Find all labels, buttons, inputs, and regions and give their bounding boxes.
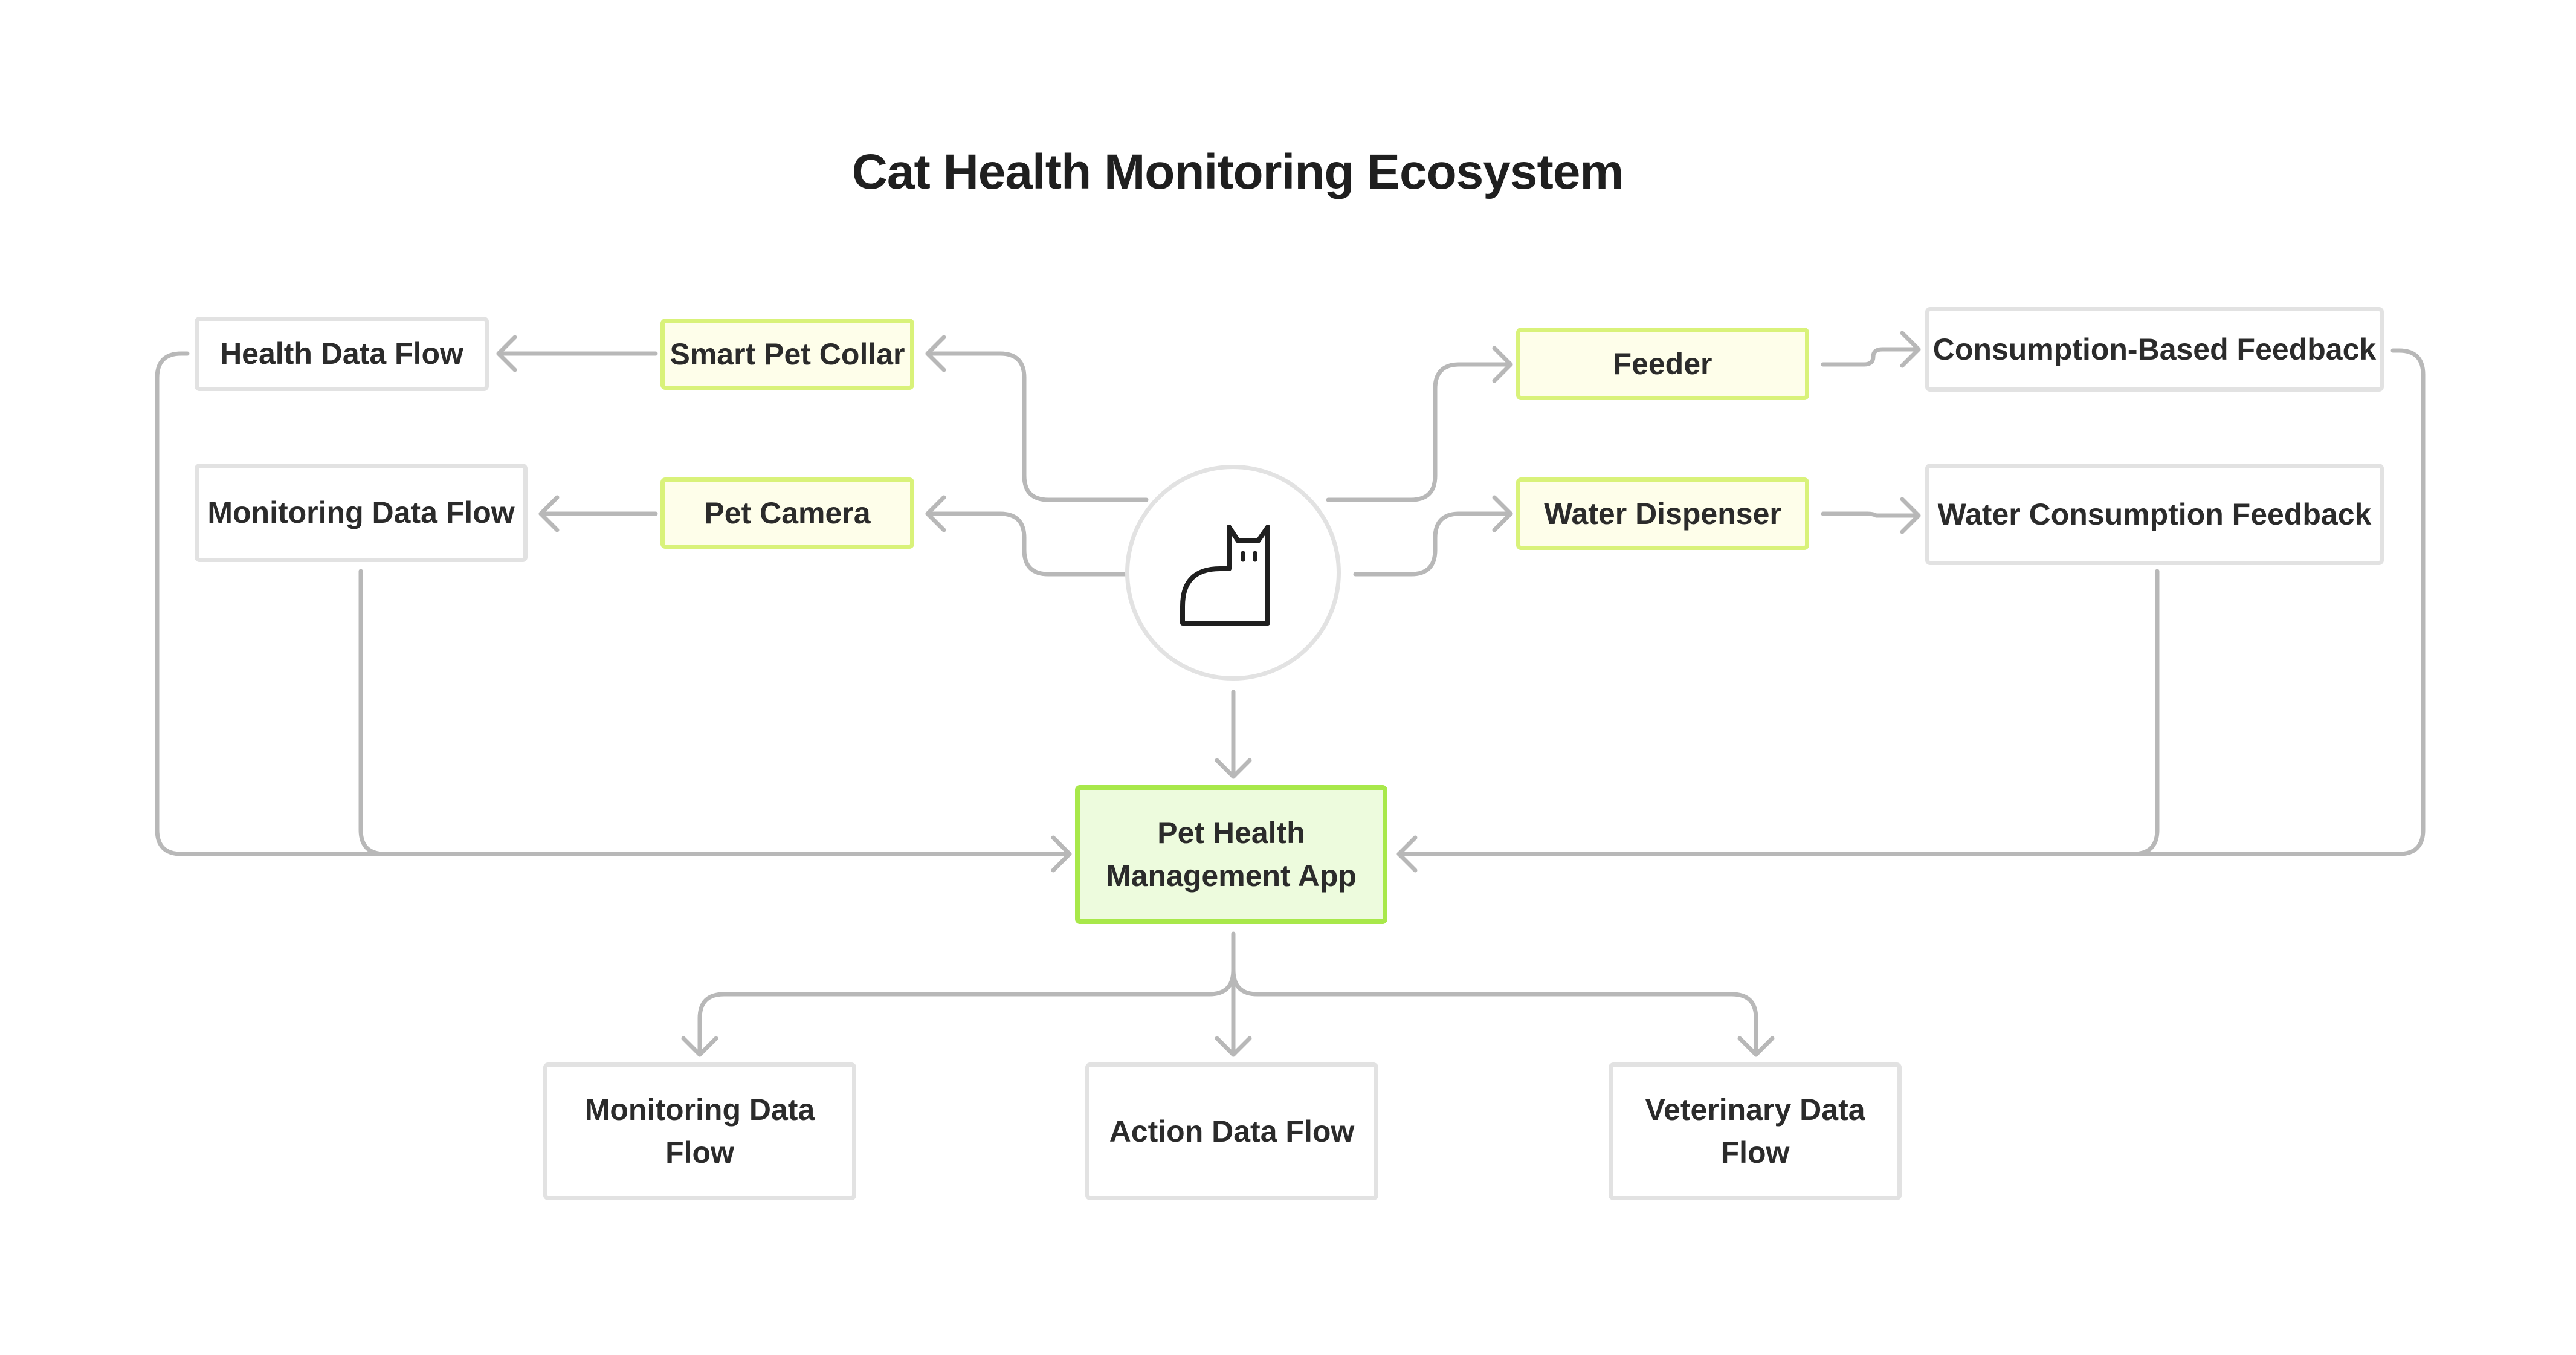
arrowhead-monitoring-left [538,495,560,532]
water-dispenser-label: Water Dispenser [1544,496,1781,531]
connector-health-loop [155,351,1072,856]
connector-feeder-to-feedback [1821,347,1921,367]
feeder-node: Feeder [1516,328,1809,400]
water-feedback-label: Water Consumption Feedback [1937,497,2372,531]
smart-pet-collar-node: Smart Pet Collar [660,319,914,390]
arrowhead-feedback [1900,331,1921,368]
connector-water-to-feedback [1821,511,1921,518]
arrowhead-water [1492,495,1513,532]
monitoring-data-flow-node-left: Monitoring Data Flow [195,464,528,562]
pet-health-app-node: Pet Health Management App [1075,785,1387,924]
water-dispenser-node: Water Dispenser [1516,477,1809,550]
veterinary-data-flow-node: Veterinary Data Flow [1609,1062,1902,1200]
arrowhead-app-left [1051,835,1072,873]
monitoring-data-flow-node-bottom: Monitoring Data Flow [543,1062,856,1200]
cat-icon [1180,525,1270,626]
connector-consumption-loop [1396,348,2426,856]
connector-app-to-veterinary [1231,968,1758,1057]
arrowhead-veterinary [1737,1036,1775,1057]
arrowhead-app-top [1215,758,1252,779]
water-feedback-node: Water Consumption Feedback [1925,464,2384,565]
health-data-flow-label: Health Data Flow [220,337,463,370]
diagram-title: Cat Health Monitoring Ecosystem [851,144,1624,199]
arrowhead-collar [925,335,946,372]
arrowhead-monitoring-bottom [681,1036,718,1057]
pet-camera-node: Pet Camera [660,477,914,549]
arrowhead-health [496,335,517,372]
monitoring-data-flow-bottom-label: Monitoring Data Flow [584,1093,815,1169]
connector-hub-to-feeder [1326,362,1513,502]
health-data-flow-node: Health Data Flow [195,317,489,391]
arrowhead-app-right [1396,835,1418,873]
consumption-feedback-label: Consumption-Based Feedback [1932,332,2377,366]
connector-app-to-outputs [697,931,1236,1057]
pet-health-app-label: Pet Health Management App [1106,816,1357,893]
cat-hub [1125,465,1341,681]
arrowhead-feeder [1492,346,1513,383]
connector-water-loop [2131,569,2160,856]
arrowhead-camera [925,495,946,532]
connector-monitoring-loop [358,569,387,856]
feeder-label: Feeder [1613,346,1712,381]
action-data-flow-label: Action Data Flow [1109,1114,1355,1148]
connector-hub-to-collar [925,351,1149,502]
monitoring-data-flow-left-label: Monitoring Data Flow [207,496,515,529]
veterinary-data-flow-label: Veterinary Data Flow [1645,1093,1865,1169]
connector-hub-to-water [1353,511,1513,577]
connector-hub-to-camera [925,511,1129,577]
smart-pet-collar-label: Smart Pet Collar [670,337,905,371]
action-data-flow-node: Action Data Flow [1085,1062,1378,1200]
arrowhead-action [1215,1036,1252,1057]
arrowhead-water-feedback [1900,497,1921,534]
consumption-feedback-node: Consumption-Based Feedback [1925,307,2384,392]
pet-camera-label: Pet Camera [704,496,871,530]
